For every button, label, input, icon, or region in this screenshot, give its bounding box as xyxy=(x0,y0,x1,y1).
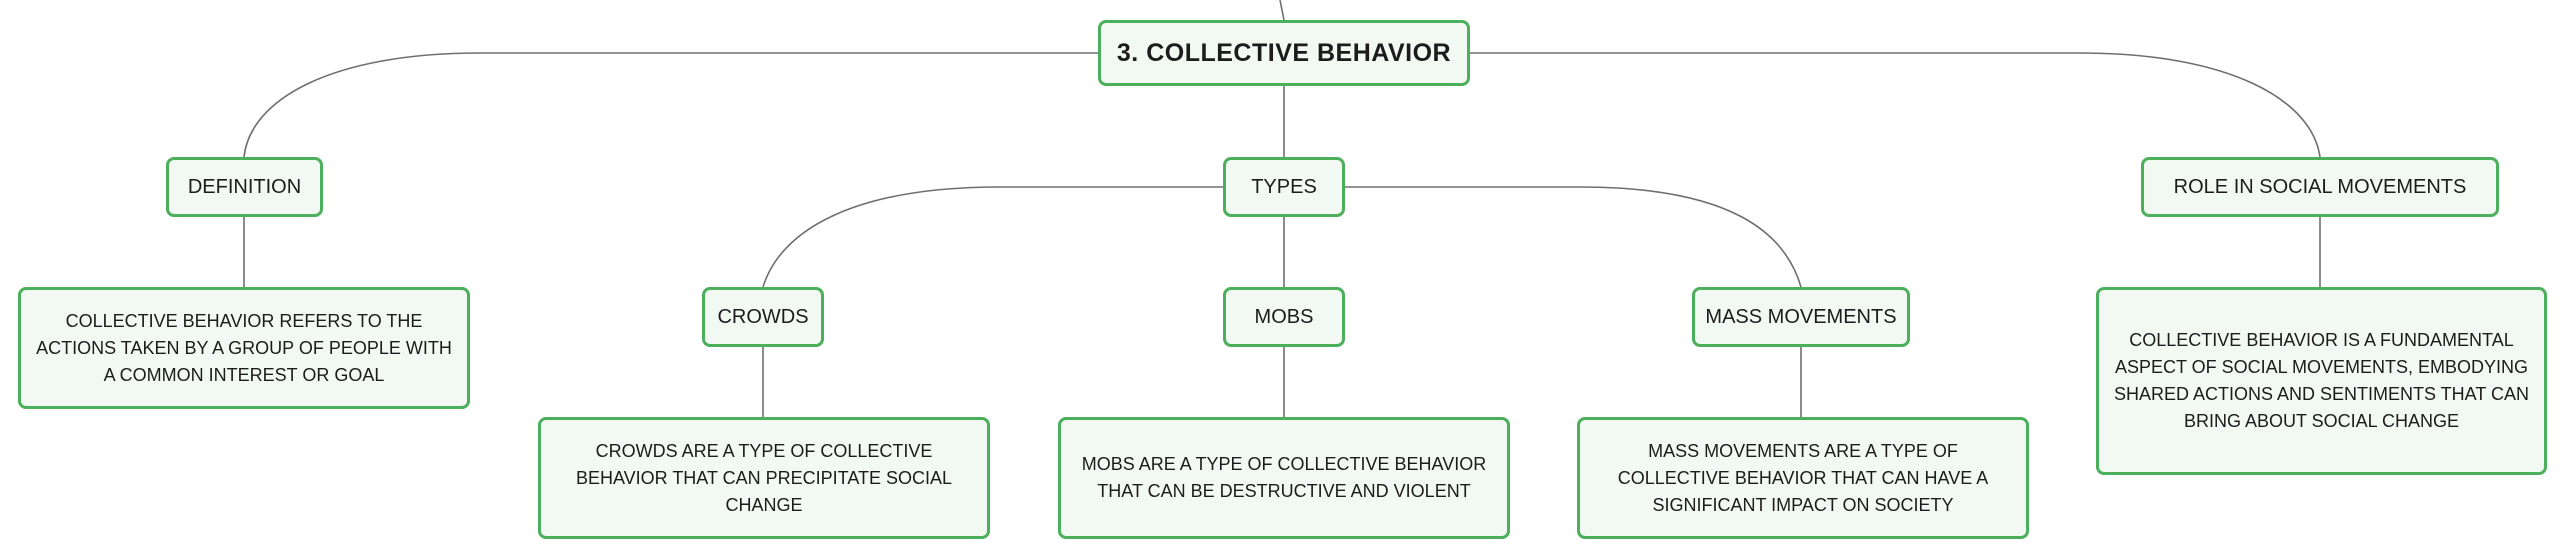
types-node-label: TYPES xyxy=(1251,175,1317,198)
mass-movements-node-label: MASS MOVEMENTS xyxy=(1705,305,1897,328)
connector-types-to-crowds xyxy=(762,186,1223,288)
mass-movements-description-node[interactable]: MASS MOVEMENTS ARE A TYPE OF COLLECTIVE … xyxy=(1577,417,2029,539)
connector-parent-to-root xyxy=(1279,0,1285,21)
connector-types-to-mass xyxy=(1345,186,1802,288)
connector-root-to-definition xyxy=(243,52,1098,158)
crowds-description-text: CROWDS ARE A TYPE OF COLLECTIVE BEHAVIOR… xyxy=(575,440,953,515)
root-node-label: 3. COLLECTIVE BEHAVIOR xyxy=(1116,38,1452,67)
role-in-social-movements-node[interactable]: ROLE IN SOCIAL MOVEMENTS xyxy=(2141,157,2499,217)
crowds-description-node[interactable]: CROWDS ARE A TYPE OF COLLECTIVE BEHAVIOR… xyxy=(538,417,990,539)
mobs-node[interactable]: MOBS xyxy=(1223,287,1345,347)
mobs-node-label: MOBS xyxy=(1254,305,1314,328)
definition-node-label: DEFINITION xyxy=(187,175,302,198)
connector-root-to-role xyxy=(1470,52,2321,158)
role-node-label: ROLE IN SOCIAL MOVEMENTS xyxy=(2173,175,2467,198)
definition-description-node[interactable]: COLLECTIVE BEHAVIOR REFERS TO THE ACTION… xyxy=(18,287,470,409)
crowds-node-label: CROWDS xyxy=(717,305,809,328)
mass-movements-description-text: MASS MOVEMENTS ARE A TYPE OF COLLECTIVE … xyxy=(1617,440,1989,515)
crowds-node[interactable]: CROWDS xyxy=(702,287,824,347)
mobs-description-node[interactable]: MOBS ARE A TYPE OF COLLECTIVE BEHAVIOR T… xyxy=(1058,417,1510,539)
types-node[interactable]: TYPES xyxy=(1223,157,1345,217)
mass-movements-node[interactable]: MASS MOVEMENTS xyxy=(1692,287,1910,347)
role-description-node[interactable]: COLLECTIVE BEHAVIOR IS A FUNDAMENTAL ASP… xyxy=(2096,287,2547,475)
definition-node[interactable]: DEFINITION xyxy=(166,157,323,217)
root-node[interactable]: 3. COLLECTIVE BEHAVIOR xyxy=(1098,20,1470,86)
role-description-text: COLLECTIVE BEHAVIOR IS A FUNDAMENTAL ASP… xyxy=(2113,330,2530,431)
mobs-description-text: MOBS ARE A TYPE OF COLLECTIVE BEHAVIOR T… xyxy=(1081,454,1487,501)
definition-description-text: COLLECTIVE BEHAVIOR REFERS TO THE ACTION… xyxy=(36,310,452,385)
